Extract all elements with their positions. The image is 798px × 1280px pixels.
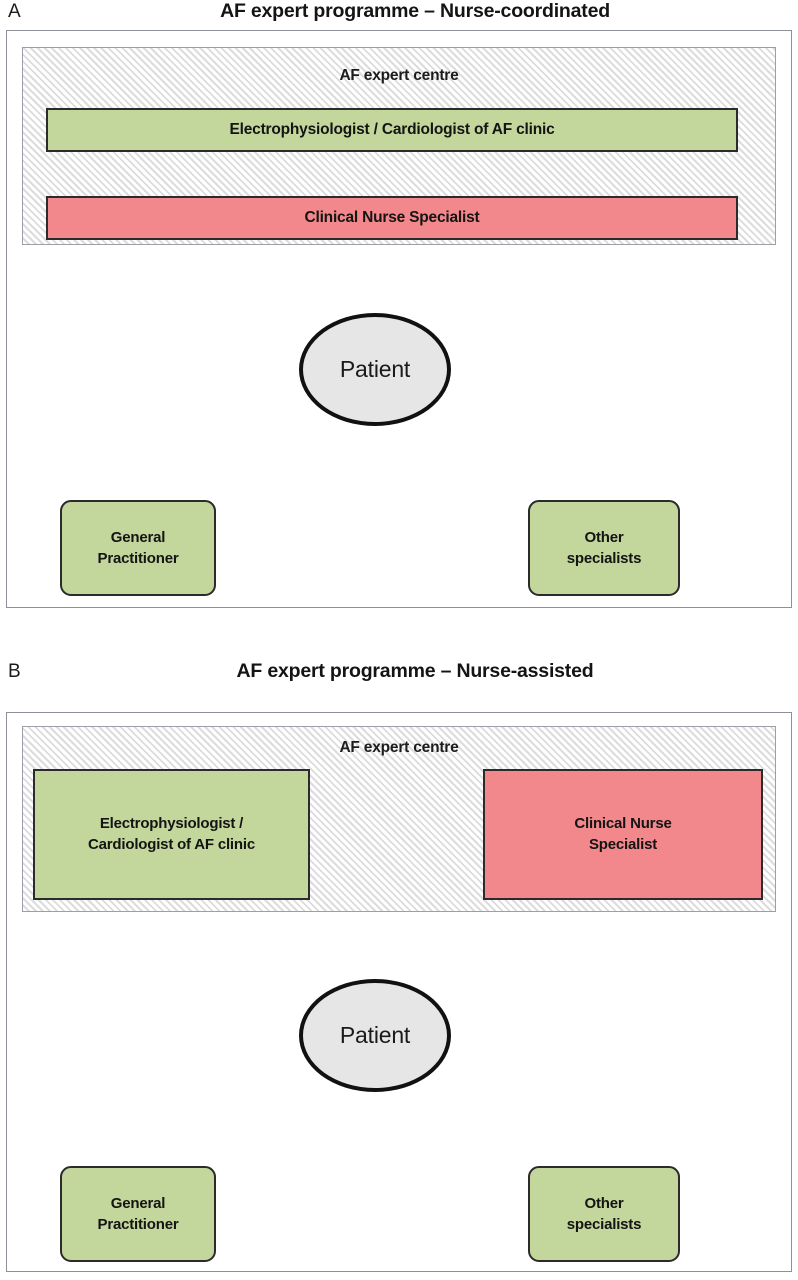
panel-b-nurse-box[interactable]: Clinical Nurse Specialist — [483, 769, 763, 900]
panel-b-letter: B — [8, 661, 21, 682]
panel-a-title: AF expert programme – Nurse-coordinated — [220, 0, 610, 22]
panel-a-header: A AF expert programme – Nurse-coordinate… — [0, 0, 798, 28]
panel-a: A AF expert programme – Nurse-coordinate… — [0, 0, 798, 620]
panel-b-patient-node[interactable]: Patient — [299, 979, 451, 1092]
panel-b-other-specialists[interactable]: Other specialists — [528, 1166, 680, 1262]
panel-a-general-practitioner[interactable]: General Practitioner — [60, 500, 216, 596]
panel-b-centre-label: AF expert centre — [339, 739, 459, 756]
panel-b-title: AF expert programme – Nurse-assisted — [236, 660, 594, 682]
other-label-line1: Other specialists — [566, 529, 642, 567]
gp-label: General Practitioner — [97, 1195, 179, 1233]
panel-a-letter: A — [8, 1, 21, 22]
panel-a-physician-box[interactable]: Electrophysiologist / Cardiologist of AF… — [46, 108, 738, 152]
panel-b-general-practitioner[interactable]: General Practitioner — [60, 1166, 216, 1262]
panel-a-centre-label: AF expert centre — [339, 67, 459, 84]
panel-b-nurse-label: Clinical Nurse Specialist — [574, 815, 672, 853]
panel-a-patient-node[interactable]: Patient — [299, 313, 451, 426]
panel-a-other-specialists[interactable]: Other specialists — [528, 500, 680, 596]
panel-a-nurse-box[interactable]: Clinical Nurse Specialist — [46, 196, 738, 240]
gp-label-line1: General Practitioner — [97, 529, 179, 567]
panel-b-physician-box[interactable]: Electrophysiologist / Cardiologist of AF… — [33, 769, 310, 900]
other-label: Other specialists — [566, 1195, 642, 1233]
panel-b-header: B AF expert programme – Nurse-assisted — [0, 660, 798, 688]
panel-b-physician-label: Electrophysiologist / Cardiologist of AF… — [88, 815, 255, 853]
